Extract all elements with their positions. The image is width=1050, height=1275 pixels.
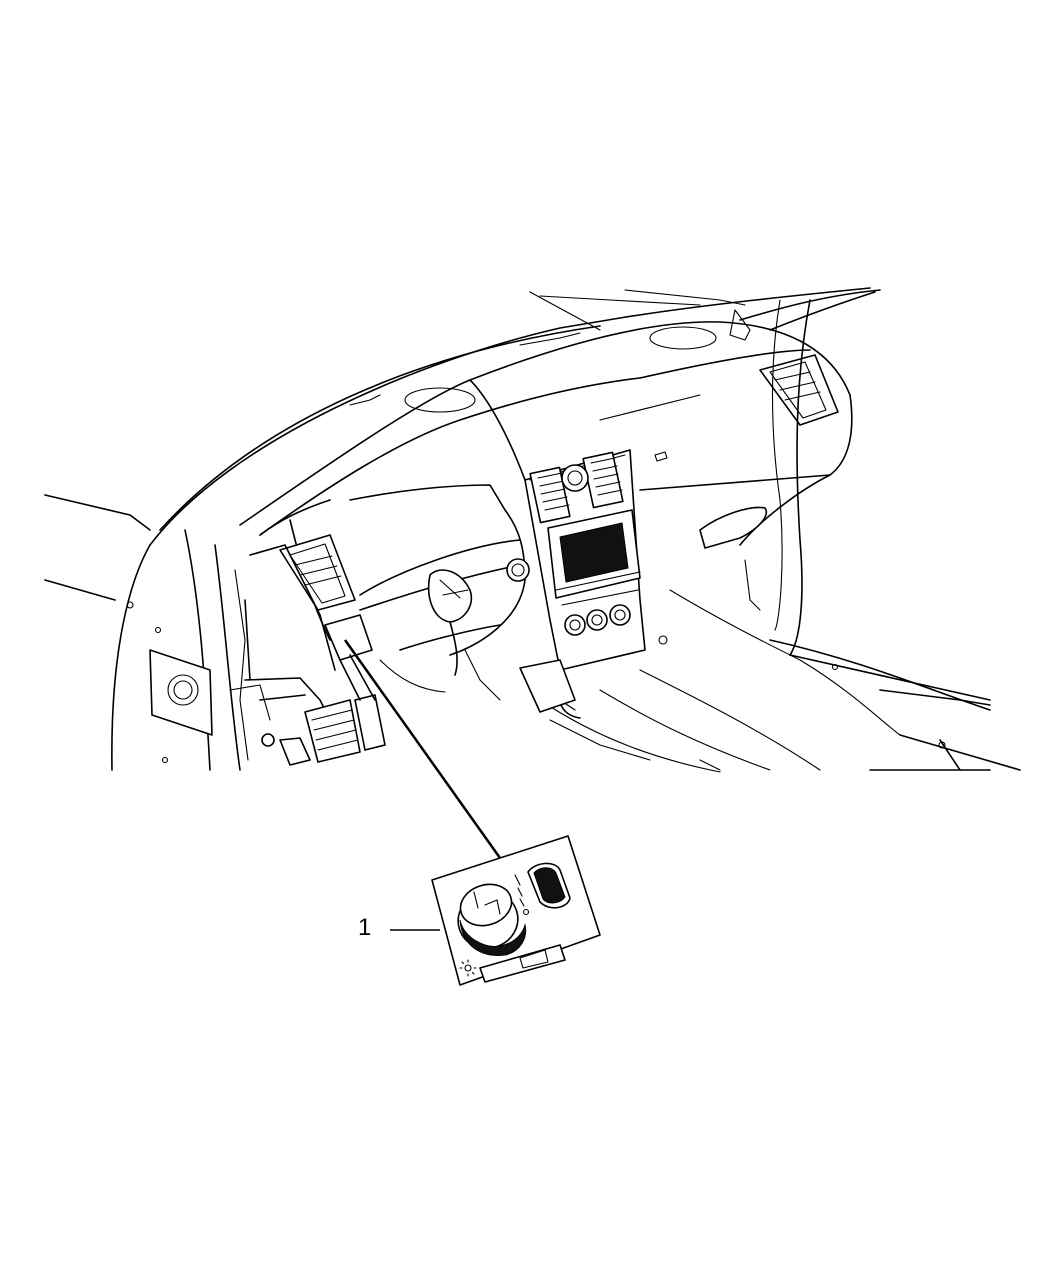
dashboard-top <box>239 321 853 536</box>
headlamp-switch-part <box>431 835 601 986</box>
left-door-pillar <box>44 494 249 771</box>
floor-carpet <box>539 589 1021 773</box>
leader-line <box>343 639 502 859</box>
switch-mount-location <box>324 614 373 661</box>
center-stack <box>519 449 646 719</box>
callout-number-1: 1 <box>358 914 372 941</box>
instrument-cluster <box>259 484 530 701</box>
pedals <box>229 654 386 766</box>
dome-lamp-icon <box>459 959 477 977</box>
center-vent-slats <box>537 457 623 511</box>
right-dash-vent <box>699 299 839 656</box>
dimmer-thumbwheel <box>527 862 571 909</box>
windshield-frame <box>149 287 881 546</box>
headlamp-knob <box>457 883 527 956</box>
left-vent <box>244 534 356 681</box>
